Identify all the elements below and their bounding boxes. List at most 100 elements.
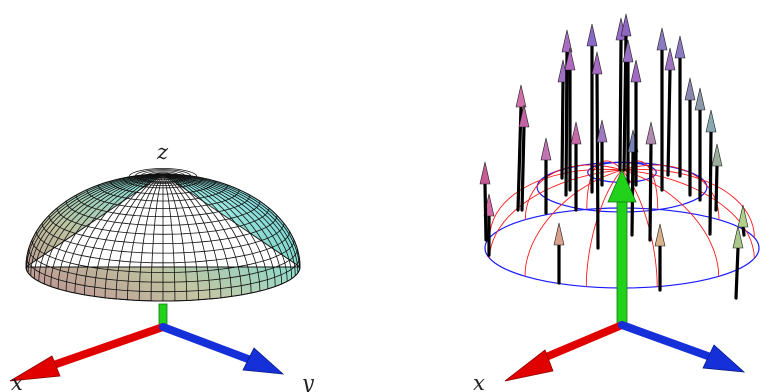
mesh-cap-ring bbox=[128, 168, 198, 186]
mesh-cap-ring bbox=[146, 171, 180, 181]
vector-arrowhead bbox=[564, 47, 576, 71]
mesh-meridian-line bbox=[57, 173, 164, 289]
left-panel: x y z bbox=[9, 140, 315, 392]
mesh-meridian-line bbox=[27, 173, 164, 273]
blue-arrow-icon bbox=[618, 321, 720, 363]
mesh-meridian-line bbox=[162, 173, 211, 299]
mesh-meridian-line bbox=[162, 173, 252, 294]
vector-arrowhead bbox=[518, 104, 530, 128]
vector-field bbox=[479, 13, 749, 300]
vector-arrowhead bbox=[622, 39, 634, 63]
vector-arrowhead bbox=[674, 35, 686, 59]
green-arrowhead bbox=[607, 169, 637, 203]
vector-shaft bbox=[564, 50, 569, 197]
red-arrow-icon bbox=[535, 321, 626, 364]
mesh-meridian-line bbox=[162, 173, 176, 301]
vector-arrowhead bbox=[645, 121, 657, 145]
mesh-meridian-line bbox=[30, 173, 164, 276]
mesh-meridian-line bbox=[162, 173, 300, 271]
vector-arrowhead bbox=[630, 59, 642, 83]
green-arrow-icon bbox=[616, 199, 628, 327]
meridian-line bbox=[489, 168, 623, 238]
vector-arrowhead bbox=[540, 137, 552, 161]
mesh-meridian-line bbox=[94, 173, 164, 297]
mesh-meridian-line bbox=[150, 173, 164, 301]
vector-arrowhead bbox=[620, 13, 632, 37]
vector-shaft bbox=[595, 72, 600, 250]
red-arrowhead bbox=[9, 355, 61, 382]
vector-arrowhead bbox=[684, 77, 696, 101]
left-z-axis-arrow bbox=[158, 303, 168, 327]
vector-arrowhead bbox=[705, 109, 717, 133]
blue-arrowhead bbox=[702, 344, 746, 373]
mesh-cap-ring bbox=[140, 170, 186, 183]
right-x-axis-arrow bbox=[504, 321, 626, 382]
mesh-meridian-line bbox=[50, 173, 164, 287]
mesh-meridian-line bbox=[115, 173, 164, 299]
mesh-cap-ring bbox=[158, 173, 168, 177]
vector-arrowhead bbox=[561, 29, 573, 53]
mesh-meridian-line bbox=[65, 173, 164, 292]
right-panel: x bbox=[473, 13, 760, 392]
right-z-axis-arrow bbox=[607, 169, 637, 327]
meridian-line bbox=[621, 168, 755, 238]
mesh-meridian-line bbox=[162, 173, 301, 268]
mesh-meridian-line bbox=[162, 173, 188, 301]
hemisphere-mesh bbox=[25, 168, 301, 302]
mesh-meridian-line bbox=[33, 173, 164, 279]
meridian-line bbox=[489, 169, 623, 259]
vector-arrowhead bbox=[479, 161, 491, 185]
red-arrow-icon bbox=[41, 323, 167, 372]
left-x-label: x bbox=[11, 371, 23, 392]
vector-arrowhead bbox=[664, 47, 676, 71]
vector-shaft bbox=[560, 80, 565, 180]
mesh-meridian-line bbox=[162, 173, 276, 287]
mesh-meridian-line bbox=[84, 173, 164, 295]
vector-shaft bbox=[714, 164, 719, 212]
vector-arrowhead bbox=[732, 225, 744, 249]
right-axes: x bbox=[473, 169, 746, 392]
mesh-cap-ring bbox=[152, 172, 174, 179]
mesh-meridian-line bbox=[38, 173, 164, 282]
red-arrowhead bbox=[504, 349, 554, 382]
meridian-line bbox=[524, 169, 623, 277]
meridian-line bbox=[621, 160, 659, 210]
mesh-meridian-line bbox=[74, 173, 164, 294]
mesh-meridian-line bbox=[162, 173, 293, 279]
vector-arrowhead bbox=[654, 223, 666, 247]
vector-arrowhead bbox=[591, 51, 603, 75]
mesh-meridian-line bbox=[25, 173, 164, 268]
mesh-meridian-line bbox=[162, 173, 299, 273]
vector-shaft bbox=[618, 38, 623, 172]
left-x-axis-arrow bbox=[9, 323, 167, 382]
mesh-meridian-line bbox=[104, 173, 164, 298]
mesh-meridian-line bbox=[162, 173, 242, 295]
vector-arrowhead bbox=[711, 143, 723, 167]
vector-shaft bbox=[666, 68, 672, 177]
vector-shaft bbox=[734, 246, 740, 300]
left-y-axis-arrow bbox=[159, 323, 285, 375]
mesh-meridian-line bbox=[44, 173, 164, 285]
vector-shaft bbox=[520, 125, 526, 212]
mesh-meridian-line bbox=[162, 173, 199, 300]
vector-arrowhead bbox=[515, 84, 527, 108]
left-axes: x y z bbox=[9, 140, 315, 392]
vector-arrowhead bbox=[596, 119, 608, 143]
mesh-meridian-line bbox=[162, 173, 296, 276]
vector-arrowhead bbox=[553, 222, 565, 246]
mesh-meridian-line bbox=[162, 173, 232, 297]
blue-arrowhead bbox=[242, 347, 285, 375]
mesh-cap-ring bbox=[134, 169, 192, 184]
right-x-label: x bbox=[473, 371, 485, 392]
vector-shaft bbox=[648, 142, 653, 242]
left-z-label: z bbox=[156, 140, 169, 164]
vector-shaft bbox=[741, 225, 746, 237]
blue-arrow-icon bbox=[159, 323, 260, 366]
mesh-meridian-line bbox=[138, 173, 164, 301]
vector-shaft bbox=[708, 130, 713, 236]
meridian-line bbox=[621, 169, 720, 277]
left-y-label: y bbox=[301, 371, 315, 392]
hemisphere-surface bbox=[25, 168, 301, 302]
